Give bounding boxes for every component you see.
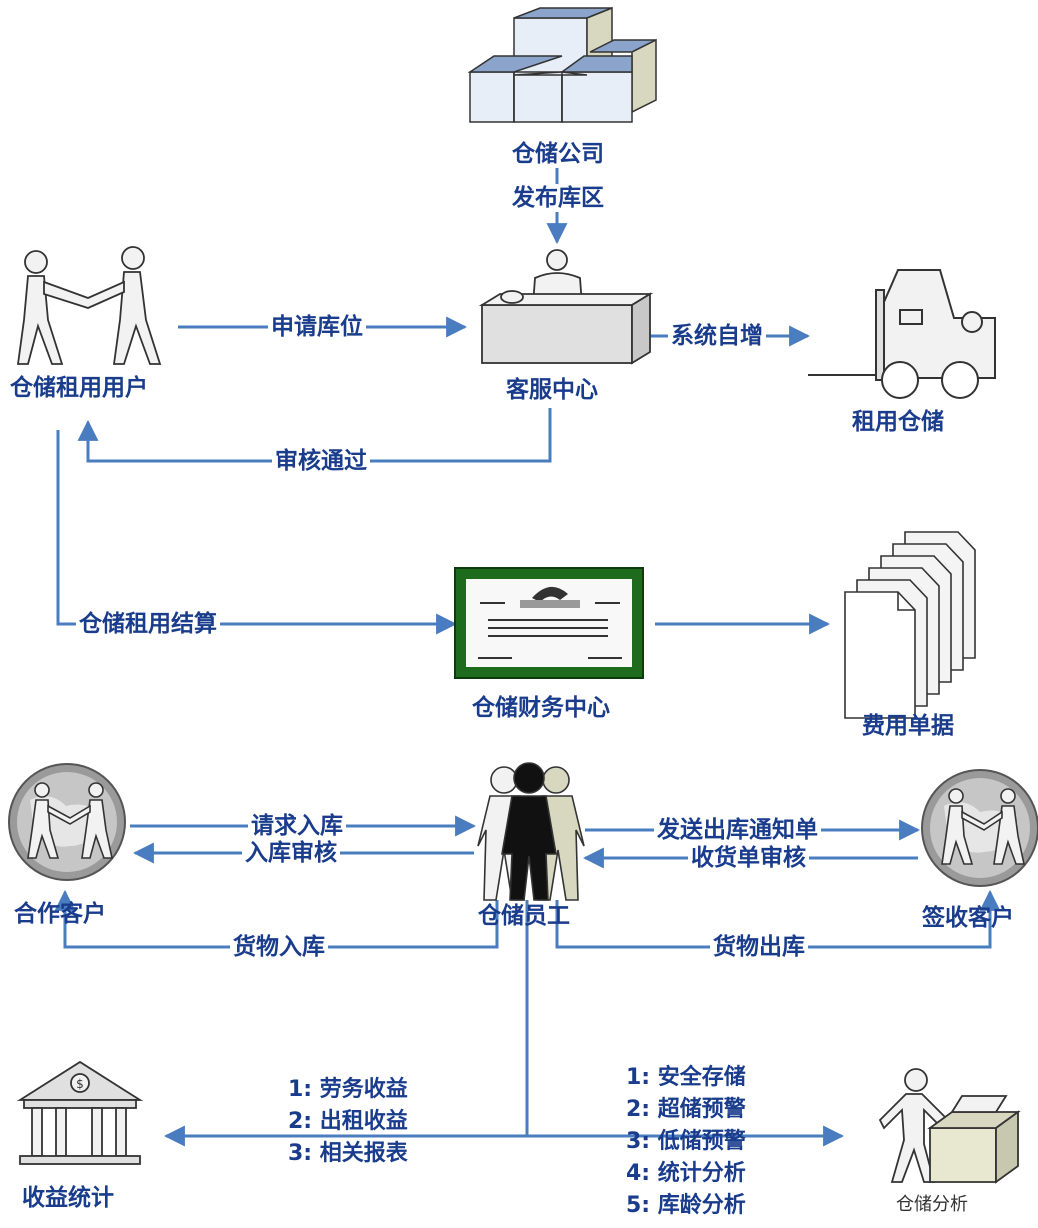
node-warehouse-company: 仓储公司 [509, 140, 607, 168]
node-warehouse-staff: 仓储员工 [478, 903, 570, 929]
node-income-statistics: 收益统计 [22, 1185, 114, 1211]
edge-inbound-review: 入库审核 [242, 839, 340, 867]
node-receiving-customer: 签收客户 [922, 905, 1014, 931]
edge-goods-inbound: 货物入库 [230, 933, 328, 961]
forklift-icon [808, 269, 996, 399]
edge-storage-settlement: 仓储租用结算 [76, 610, 220, 638]
node-expense-bills: 费用单据 [862, 713, 954, 739]
analysis-item: 5: 库龄分析 [626, 1193, 746, 1218]
analysis-item: 1: 安全存储 [626, 1065, 746, 1090]
edge-receipt-review: 收货单审核 [688, 844, 809, 872]
edge-approved: 审核通过 [272, 447, 370, 475]
node-storage-analysis: 仓储分析 [896, 1194, 968, 1215]
service-desk-icon [478, 249, 654, 365]
node-rented-storage: 租用仓储 [852, 409, 944, 435]
analysis-item: 4: 统计分析 [626, 1161, 746, 1186]
analysis-list: 1: 安全存储 2: 超储预警 3: 低储预警 4: 统计分析 5: 库龄分析 [626, 1062, 746, 1222]
warehouse-boxes-icon [467, 6, 657, 123]
node-finance-center: 仓储财务中心 [472, 695, 610, 721]
partner-globe-icon [8, 763, 126, 881]
edge-send-outbound-notice: 发送出库通知单 [654, 816, 821, 844]
bank-building-icon: $ [16, 1060, 144, 1165]
node-partner-customer: 合作客户 [14, 901, 106, 927]
edge-goods-outbound: 货物出库 [710, 933, 808, 961]
edge-publish-area: 发布库区 [509, 184, 607, 212]
receiver-globe-icon [921, 769, 1038, 887]
node-service-center: 客服中心 [506, 377, 598, 403]
person-with-box-icon [878, 1068, 1021, 1184]
svg-text:$: $ [76, 1077, 84, 1091]
handshake-people-icon [16, 246, 162, 365]
edge-apply-slot: 申请库位 [268, 313, 366, 341]
staff-group-icon [477, 762, 585, 901]
income-list: 1: 劳务收益 2: 出租收益 3: 相关报表 [288, 1074, 408, 1170]
edge-auto-increment: 系统自增 [668, 322, 766, 350]
analysis-item: 2: 超储预警 [626, 1097, 746, 1122]
analysis-item: 3: 低储预警 [626, 1129, 746, 1154]
income-item: 2: 出租收益 [288, 1109, 408, 1134]
income-item: 1: 劳务收益 [288, 1077, 408, 1102]
edge-request-inbound: 请求入库 [248, 812, 346, 840]
node-tenant-user: 仓储租用用户 [10, 375, 148, 401]
documents-stack-icon [844, 531, 976, 719]
income-item: 3: 相关报表 [288, 1141, 408, 1166]
certificate-icon [454, 567, 644, 679]
arrow-settle [56, 430, 458, 635]
